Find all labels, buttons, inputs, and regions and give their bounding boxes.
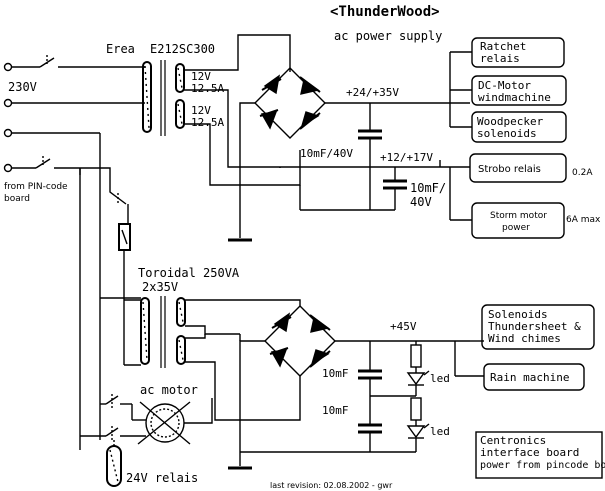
input-terminal-1 <box>3 62 13 72</box>
load-dc-motor-windmachine: DC-Motor windmachine <box>471 75 567 106</box>
note-centronics: Centronics interface board power from pi… <box>475 431 605 479</box>
bridge-rectifier-1 <box>254 67 326 139</box>
svg-text:Strobo relais: Strobo relais <box>478 164 541 175</box>
mains-label: 230V <box>8 80 37 94</box>
capacitor-4 <box>358 420 382 452</box>
pin-switch <box>12 156 80 169</box>
led-resistor-2 <box>410 397 422 426</box>
load-solenoids-thundersheet: Solenoids Thundersheet & Wind chimes <box>481 304 595 350</box>
relay-label: 24V relais <box>126 471 198 485</box>
led-2 <box>406 423 430 452</box>
capacitor-4-label: 10mF <box>322 404 349 417</box>
load-rain-machine: Rain machine <box>483 363 585 391</box>
capacitor-3-label: 10mF <box>322 367 349 380</box>
ground-wire-2 <box>239 340 265 466</box>
ac-motor-label: ac motor <box>140 383 198 397</box>
motor-relay-switch-1 <box>100 394 146 421</box>
transformer1-secondary-wiring <box>184 34 470 186</box>
rail-45-label: +45V <box>390 320 417 333</box>
input-terminal-3 <box>3 128 13 138</box>
load-bus-top <box>449 51 472 221</box>
capacitor-2-label-2: 40V <box>410 195 432 209</box>
svg-text:windmachine: windmachine <box>478 91 551 104</box>
ground-wire-1 <box>239 102 255 238</box>
transformer1-secondary-b <box>175 99 185 129</box>
svg-text:power from pincode board: power from pincode board <box>480 460 605 471</box>
load-strobo-relais: Strobo relais <box>469 153 567 183</box>
transformer1-primary <box>142 61 152 133</box>
transformer1-model: E212SC300 <box>150 42 215 56</box>
led-1-label: led <box>430 372 450 385</box>
bridge-rectifier-2 <box>264 305 336 377</box>
capacitor-1-label: 10mF/40V <box>300 147 353 160</box>
svg-text:Ratchet: Ratchet <box>480 40 526 53</box>
revision-label: last revision: 02.08.2002 - gwr <box>270 481 393 490</box>
subtitle: ac power supply <box>334 29 442 43</box>
svg-text:Wind chimes: Wind chimes <box>488 332 561 345</box>
led-1 <box>406 370 430 396</box>
svg-text:power: power <box>502 223 530 233</box>
motor-relay-switch-2 <box>80 426 146 440</box>
input-terminal-4 <box>3 163 13 173</box>
transformer2-secondary-b <box>176 335 186 365</box>
rail-24-35-label: +24/+35V <box>346 86 399 99</box>
capacitor-2-label-1: 10mF/ <box>410 181 446 195</box>
rail-12-17-label: +12/+17V <box>380 151 433 164</box>
capacitor-1 <box>358 103 382 210</box>
transformer2-name: Toroidal 250VA <box>138 266 240 280</box>
svg-text:Woodpecker: Woodpecker <box>477 115 544 128</box>
winding-a-current: 12.5A <box>191 82 224 95</box>
svg-text:Rain machine: Rain machine <box>490 371 569 384</box>
winding-a-voltage: 12V <box>191 70 211 83</box>
svg-text:Storm motor: Storm motor <box>490 211 547 221</box>
led-resistor-1 <box>410 341 422 373</box>
svg-text:interface board: interface board <box>480 446 579 459</box>
pin-input-label-1: from PIN-code <box>4 182 68 192</box>
svg-text:solenoids: solenoids <box>477 127 537 140</box>
fuse-1 <box>118 223 131 300</box>
storm-current: 6A max <box>566 215 601 225</box>
strobo-current: 0.2A <box>572 168 593 178</box>
ac-motor <box>137 401 191 445</box>
transformer1-secondary-a <box>175 63 185 93</box>
capacitor-3 <box>358 341 382 420</box>
load-ratchet-relais: Ratchet relais <box>471 37 565 68</box>
relay-coil-24v <box>106 445 122 487</box>
input-terminal-2 <box>3 98 13 108</box>
svg-text:DC-Motor: DC-Motor <box>478 79 531 92</box>
svg-text:Thundersheet &: Thundersheet & <box>488 320 581 333</box>
capacitor-2 <box>383 167 407 210</box>
transformer2-primary <box>140 297 150 365</box>
led-2-label: led <box>430 425 450 438</box>
mains-switch <box>12 55 145 68</box>
svg-text:Solenoids: Solenoids <box>488 308 548 321</box>
svg-text:relais: relais <box>480 52 520 65</box>
svg-text:Centronics: Centronics <box>480 434 546 447</box>
load-storm-motor-power: Storm motor power <box>471 202 565 239</box>
title: <ThunderWood> <box>330 4 440 20</box>
transformer2-secondary-a <box>176 297 186 327</box>
load-woodpecker-solenoids: Woodpecker solenoids <box>471 111 567 143</box>
transformer2-secondary-wiring <box>185 299 301 421</box>
winding-b-voltage: 12V <box>191 104 211 117</box>
pin-input-label-2: board <box>4 194 30 204</box>
transformer2-winding: 2x35V <box>142 280 178 294</box>
winding-b-current: 12.5A <box>191 116 224 129</box>
motor-wire-right <box>184 398 213 424</box>
pin-relay-switch <box>79 167 129 224</box>
transformer1-name: Erea <box>106 42 135 56</box>
